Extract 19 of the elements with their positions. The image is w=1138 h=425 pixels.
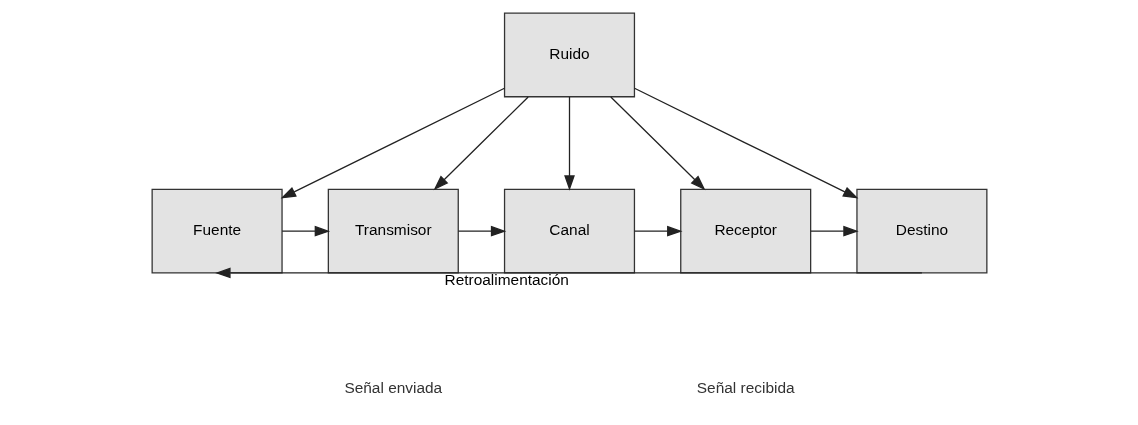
- node-box: Fuente: [151, 188, 283, 274]
- label: Señal recibida: [696, 378, 795, 396]
- arrow: [457, 225, 506, 237]
- node-box: Transmisor: [327, 188, 459, 274]
- node-box: Canal: [503, 188, 635, 274]
- arrow: [809, 225, 859, 237]
- arrow: [633, 225, 683, 237]
- edge-label: Retroalimentación: [444, 271, 569, 289]
- node-box: Ruido: [503, 12, 635, 98]
- node-box: Receptor: [679, 188, 811, 274]
- arrow: [563, 96, 575, 191]
- arrow: [280, 87, 505, 199]
- arrow: [609, 96, 705, 191]
- arrow: [214, 267, 923, 279]
- arrow: [433, 96, 529, 191]
- label: Señal enviada: [343, 378, 442, 396]
- node-box: Destino: [855, 188, 987, 274]
- arrow: [633, 87, 858, 199]
- arrow: [281, 225, 330, 237]
